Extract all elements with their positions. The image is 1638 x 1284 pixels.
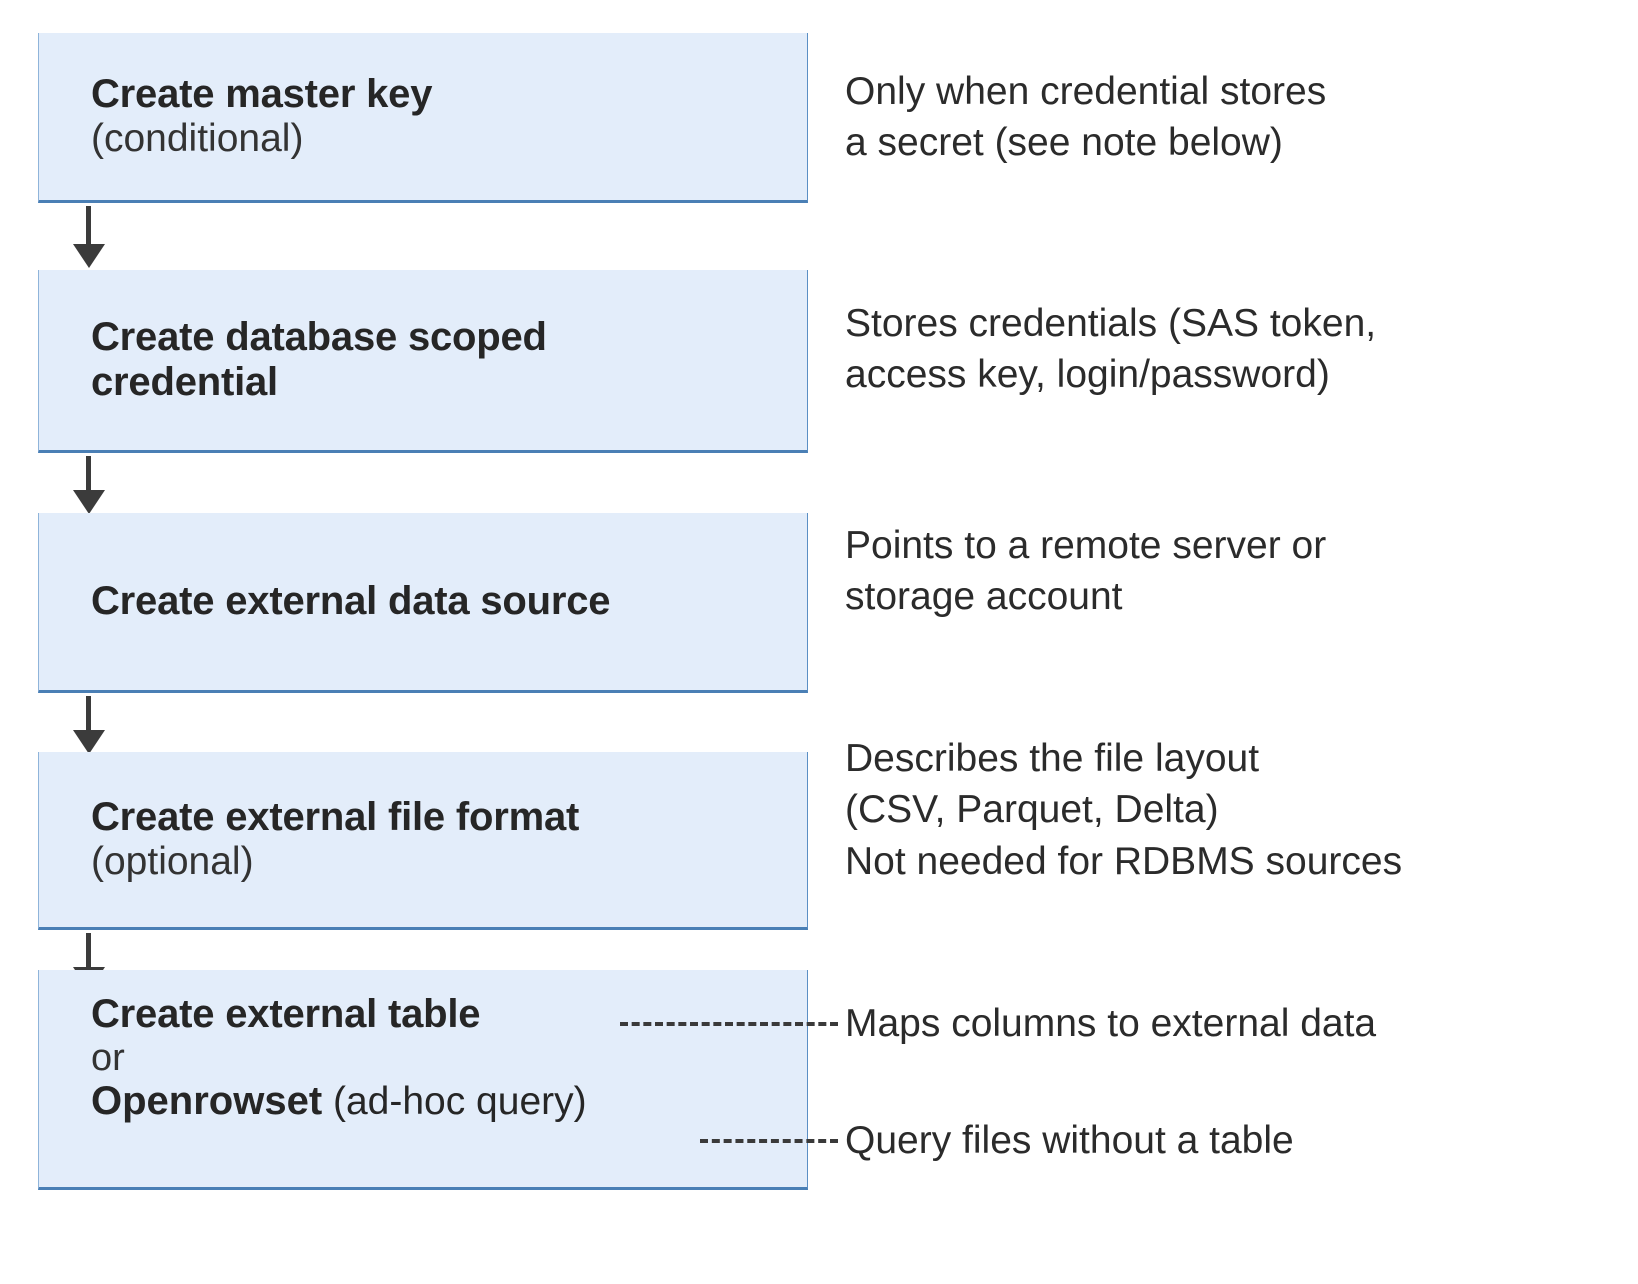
step-label-group: Create external file format (optional) bbox=[39, 795, 807, 883]
step-box-create-external-data-source[interactable]: Create external data source bbox=[38, 513, 808, 693]
dashed-connector-external-table bbox=[620, 1022, 838, 1026]
step-title: Create external file format bbox=[91, 795, 580, 840]
step-note-create-database-scoped-credential: Stores credentials (SAS token, access ke… bbox=[845, 302, 1377, 397]
step-label-group: Create external table or Openrowset (ad-… bbox=[39, 970, 807, 1124]
step-title: Create master key bbox=[91, 72, 433, 117]
step-box-create-external-table-or-openrowset[interactable]: Create external table or Openrowset (ad-… bbox=[38, 970, 808, 1190]
step-label-group: Create external data source bbox=[39, 579, 807, 624]
flow-arrow-1 bbox=[73, 206, 105, 268]
arrow-shaft-icon bbox=[86, 206, 91, 246]
step-box-create-master-key[interactable]: Create master key (conditional) bbox=[38, 33, 808, 203]
step-subtitle: (conditional) bbox=[91, 117, 304, 161]
flow-arrow-3 bbox=[73, 696, 105, 754]
flow-arrow-2 bbox=[73, 456, 105, 514]
arrow-head-icon bbox=[73, 490, 105, 514]
step-note-create-external-data-source: Points to a remote server or storage acc… bbox=[845, 524, 1327, 619]
step-note-openrowset: Query files without a table bbox=[845, 1119, 1294, 1162]
dashed-connector-openrowset bbox=[700, 1139, 838, 1143]
step-subtitle-openrowset: (ad-hoc query) bbox=[322, 1080, 587, 1124]
step-subtitle: (optional) bbox=[91, 840, 254, 884]
step-label-group: Create database scoped credential bbox=[39, 315, 807, 405]
step-label-group: Create master key (conditional) bbox=[39, 72, 807, 160]
step-note-create-master-key: Only when credential stores a secret (se… bbox=[845, 70, 1327, 165]
step-title: Create external data source bbox=[91, 579, 611, 624]
step-or-label: or bbox=[91, 1036, 125, 1079]
step-title: Create external table bbox=[91, 992, 481, 1036]
arrow-head-icon bbox=[73, 244, 105, 268]
arrow-shaft-icon bbox=[86, 696, 91, 732]
step-box-create-external-file-format[interactable]: Create external file format (optional) bbox=[38, 752, 808, 930]
step-title: Create database scoped bbox=[91, 315, 547, 360]
arrow-shaft-icon bbox=[86, 456, 91, 492]
step-title-line2: credential bbox=[91, 360, 278, 404]
step-title-openrowset: Openrowset bbox=[91, 1079, 323, 1124]
arrow-shaft-icon bbox=[86, 933, 91, 969]
step-note-create-external-table: Maps columns to external data bbox=[845, 1002, 1377, 1045]
step-title-openrowset-row: Openrowset (ad-hoc query) bbox=[91, 1079, 807, 1124]
arrow-head-icon bbox=[73, 730, 105, 754]
step-box-create-database-scoped-credential[interactable]: Create database scoped credential bbox=[38, 270, 808, 453]
step-note-create-external-file-format: Describes the file layout (CSV, Parquet,… bbox=[845, 737, 1403, 883]
